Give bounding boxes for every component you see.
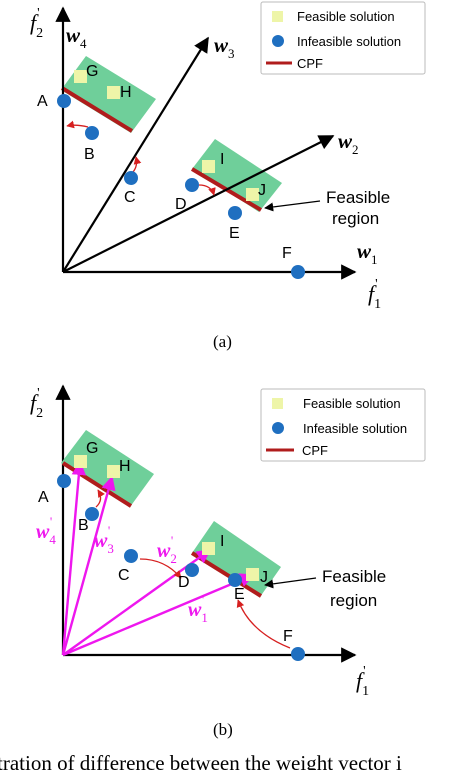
vector-label-w4-prime: w4' [36, 514, 56, 547]
point-label-a-a: A [37, 93, 48, 110]
region-pointer-a [264, 200, 321, 212]
point-label-j-a: J [258, 182, 266, 199]
infeasible-point-d-b [185, 563, 199, 577]
legend-feasible-label-a: Feasible solution [297, 9, 395, 24]
point-label-b-a: B [84, 146, 95, 163]
point-label-e-b: E [234, 586, 245, 603]
feasible-point-j-b [246, 568, 259, 581]
infeasible-point-f-b [291, 647, 305, 661]
legend-feasible-swatch-a [272, 11, 283, 22]
legend-feasible-label-b: Feasible solution [303, 396, 401, 411]
repair-arrow-a-b [66, 120, 89, 129]
infeasible-point-b-a [85, 126, 99, 140]
vector-label-w1-prime: w1' [188, 592, 208, 625]
feasible-point-j-a [246, 188, 259, 201]
feasible-point-i-a [202, 160, 215, 173]
feasible-point-g-a [74, 70, 87, 83]
infeasible-point-a-b [57, 474, 71, 488]
feasible-point-h-b [107, 465, 120, 478]
vector-label-w2-prime: w2' [157, 533, 177, 566]
legend-cpf-label-b: CPF [302, 443, 328, 458]
weight-vector-w1-prime [62, 573, 255, 657]
y-axis-label-b: f2' [30, 386, 43, 421]
legend-infeasible-label-b: Infeasible solution [303, 421, 407, 436]
infeasible-point-b-b [85, 507, 99, 521]
repair-arrow-b-c [139, 558, 182, 579]
repair-arrow-a-c [132, 156, 142, 173]
point-label-b-b: B [78, 517, 89, 534]
feasible-region-a-lower [192, 139, 282, 212]
infeasible-point-c-b [124, 549, 138, 563]
vector-label-w2: w2 [338, 129, 359, 157]
point-label-f-a: F [282, 245, 292, 262]
footer-caption-fragment: tration of difference between the weight… [0, 751, 402, 770]
legend-box-b [260, 388, 426, 462]
point-label-j-b: J [260, 569, 268, 586]
point-label-i-b: I [220, 533, 224, 550]
legend-infeasible-label-a: Infeasible solution [297, 34, 401, 49]
infeasible-point-e-a [228, 206, 242, 220]
point-label-e-a: E [229, 225, 240, 242]
vector-label-w1: w1 [357, 239, 378, 267]
legend-b: Feasible solution Infeasible solution CP… [260, 388, 426, 462]
region-label-a-line2: region [332, 209, 379, 228]
feasible-point-g-b [74, 455, 87, 468]
region-label-a-line1: Feasible [326, 188, 390, 207]
x-axis-label-a: f1' [368, 277, 381, 312]
point-label-a-b: A [38, 489, 49, 506]
point-label-i-a: I [220, 151, 224, 168]
vector-label-w3-prime: w3' [94, 523, 114, 556]
point-label-d-a: D [175, 196, 187, 213]
legend-box-a [260, 1, 426, 75]
point-label-c-a: C [124, 189, 136, 206]
feasible-point-i-b [202, 542, 215, 555]
legend-infeasible-swatch-b [272, 422, 284, 434]
feasible-point-h-a [107, 86, 120, 99]
legend-feasible-swatch-b [272, 398, 283, 409]
infeasible-point-c-a [124, 171, 138, 185]
weight-vector-w2 [62, 135, 335, 273]
infeasible-point-d-a [185, 178, 199, 192]
vector-label-w3: w3 [214, 33, 235, 61]
legend-cpf-label-a: CPF [297, 56, 323, 71]
legend-a: Feasible solution Infeasible solution CP… [260, 1, 426, 75]
repair-arrow-b-f [236, 599, 291, 649]
point-label-g-b: G [86, 440, 98, 457]
weight-vector-w3-prime [61, 475, 116, 656]
panel-a: f2' f1' w4 w3 w2 w1 A B [30, 1, 426, 351]
infeasible-point-e-b [228, 573, 242, 587]
y-axis-label-a: f2' [30, 6, 43, 41]
region-label-b-line2: region [330, 591, 377, 610]
repair-arrow-a-d [198, 184, 216, 196]
point-label-g-a: G [86, 63, 98, 80]
point-label-h-a: H [120, 84, 132, 101]
point-label-f-b: F [283, 628, 293, 645]
point-label-d-b: D [178, 574, 190, 591]
weight-vector-w4-prime [61, 460, 87, 656]
repair-arrow-b-b [95, 489, 105, 508]
cpf-line-a-upper [60, 86, 134, 133]
x-axis-label-b: f1' [356, 664, 369, 699]
vector-label-w4: w4 [66, 23, 87, 51]
region-pointer-b [264, 577, 317, 589]
region-label-b-line1: Feasible [322, 567, 386, 586]
infeasible-point-a-a [57, 94, 71, 108]
weight-vector-w3 [62, 36, 209, 273]
point-label-c-b: C [118, 567, 130, 584]
caption-a: (a) [213, 332, 232, 351]
infeasible-point-f-a [291, 265, 305, 279]
caption-b: (b) [213, 720, 233, 739]
panel-b: f2' f1' w4' w3' w2' w1' A B C D E [30, 384, 426, 739]
legend-infeasible-swatch-a [272, 35, 284, 47]
point-label-h-b: H [119, 458, 131, 475]
